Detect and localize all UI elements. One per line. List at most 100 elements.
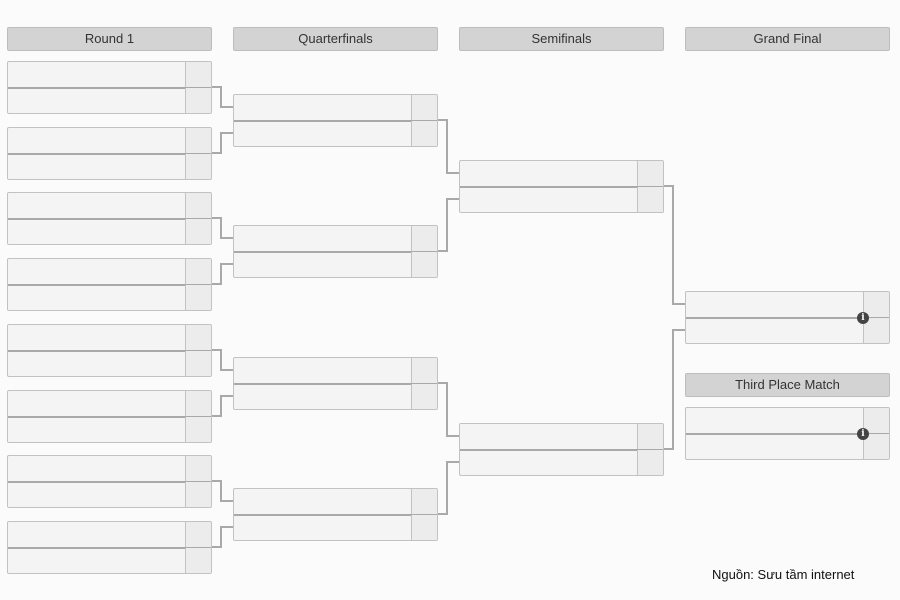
team-name: [686, 434, 863, 459]
team-name: [234, 515, 411, 540]
connector-line: [438, 461, 459, 515]
team-score: [411, 121, 437, 146]
connector-line: [438, 198, 459, 252]
team-name: [8, 325, 185, 351]
team-slot-top[interactable]: [8, 456, 211, 483]
team-slot-bottom[interactable]: [8, 154, 211, 179]
info-icon[interactable]: i: [857, 428, 869, 440]
team-name: [8, 219, 185, 244]
connector-line: [212, 217, 233, 239]
team-name: [234, 489, 411, 515]
team-slot-bottom[interactable]: [234, 252, 437, 277]
team-score: [637, 424, 663, 450]
connector-line: [212, 132, 233, 154]
team-slot-bottom[interactable]: [8, 417, 211, 442]
team-name: [8, 259, 185, 285]
team-score: [185, 391, 211, 417]
team-score: [411, 95, 437, 121]
match-round-1-6[interactable]: [7, 390, 212, 443]
team-slot-top[interactable]: [460, 424, 663, 451]
team-score: [411, 252, 437, 277]
match-semifinal-2[interactable]: [459, 423, 664, 476]
team-slot-bottom[interactable]: [8, 219, 211, 244]
team-name: [460, 450, 637, 475]
team-score: [411, 226, 437, 252]
team-slot-top[interactable]: [686, 408, 889, 435]
team-slot-bottom[interactable]: [8, 351, 211, 376]
team-slot-top[interactable]: [686, 292, 889, 319]
team-name: [8, 285, 185, 310]
team-slot-top[interactable]: [234, 489, 437, 516]
team-score: [185, 456, 211, 482]
match-round-1-3[interactable]: [7, 192, 212, 245]
team-score: [185, 417, 211, 442]
match-quarterfinal-2[interactable]: [233, 225, 438, 278]
team-slot-bottom[interactable]: [460, 187, 663, 212]
match-round-1-8[interactable]: [7, 521, 212, 574]
team-name: [234, 226, 411, 252]
team-score: [185, 285, 211, 310]
team-name: [8, 391, 185, 417]
match-round-1-5[interactable]: [7, 324, 212, 377]
team-slot-top[interactable]: [234, 226, 437, 253]
connector-line: [664, 329, 685, 450]
team-score: [411, 358, 437, 384]
match-quarterfinal-4[interactable]: [233, 488, 438, 541]
team-score: [411, 384, 437, 409]
team-slot-bottom[interactable]: [686, 434, 889, 459]
team-score: [185, 219, 211, 244]
team-score: [637, 187, 663, 212]
team-slot-top[interactable]: [8, 325, 211, 352]
match-round-1-4[interactable]: [7, 258, 212, 311]
team-slot-top[interactable]: [8, 62, 211, 89]
match-semifinal-1[interactable]: [459, 160, 664, 213]
team-slot-top[interactable]: [234, 358, 437, 385]
team-slot-bottom[interactable]: [8, 548, 211, 573]
match-third-place-1[interactable]: i: [685, 407, 890, 460]
team-slot-top[interactable]: [460, 161, 663, 188]
team-score: [185, 325, 211, 351]
team-slot-bottom[interactable]: [8, 482, 211, 507]
team-name: [234, 121, 411, 146]
team-score: [185, 259, 211, 285]
team-slot-bottom[interactable]: [234, 121, 437, 146]
team-name: [8, 193, 185, 219]
match-quarterfinal-1[interactable]: [233, 94, 438, 147]
team-slot-bottom[interactable]: [8, 88, 211, 113]
round-header-round-1: Round 1: [7, 27, 212, 51]
match-round-1-7[interactable]: [7, 455, 212, 508]
connector-line: [212, 480, 233, 502]
team-slot-top[interactable]: [234, 95, 437, 122]
match-round-1-1[interactable]: [7, 61, 212, 114]
team-name: [234, 358, 411, 384]
team-slot-top[interactable]: [8, 522, 211, 549]
team-name: [686, 408, 863, 434]
source-caption: Nguồn: Sưu tầm internet: [712, 567, 855, 582]
team-name: [460, 424, 637, 450]
team-slot-top[interactable]: [8, 259, 211, 286]
team-slot-bottom[interactable]: [234, 515, 437, 540]
team-slot-bottom[interactable]: [8, 285, 211, 310]
team-slot-top[interactable]: [8, 391, 211, 418]
team-score: [185, 62, 211, 88]
info-icon[interactable]: i: [857, 312, 869, 324]
connector-line: [212, 526, 233, 548]
connector-line: [438, 119, 459, 174]
team-slot-bottom[interactable]: [686, 318, 889, 343]
team-score: [863, 318, 889, 343]
team-slot-top[interactable]: [8, 193, 211, 220]
match-round-1-2[interactable]: [7, 127, 212, 180]
team-score: [637, 161, 663, 187]
match-quarterfinal-3[interactable]: [233, 357, 438, 410]
team-score: [411, 489, 437, 515]
team-name: [460, 187, 637, 212]
match-grand-final-1[interactable]: i: [685, 291, 890, 344]
team-score: [185, 522, 211, 548]
team-name: [460, 161, 637, 187]
team-slot-top[interactable]: [8, 128, 211, 155]
round-header-quarterfinals: Quarterfinals: [233, 27, 438, 51]
team-slot-bottom[interactable]: [460, 450, 663, 475]
round-header-semifinals: Semifinals: [459, 27, 664, 51]
team-slot-bottom[interactable]: [234, 384, 437, 409]
